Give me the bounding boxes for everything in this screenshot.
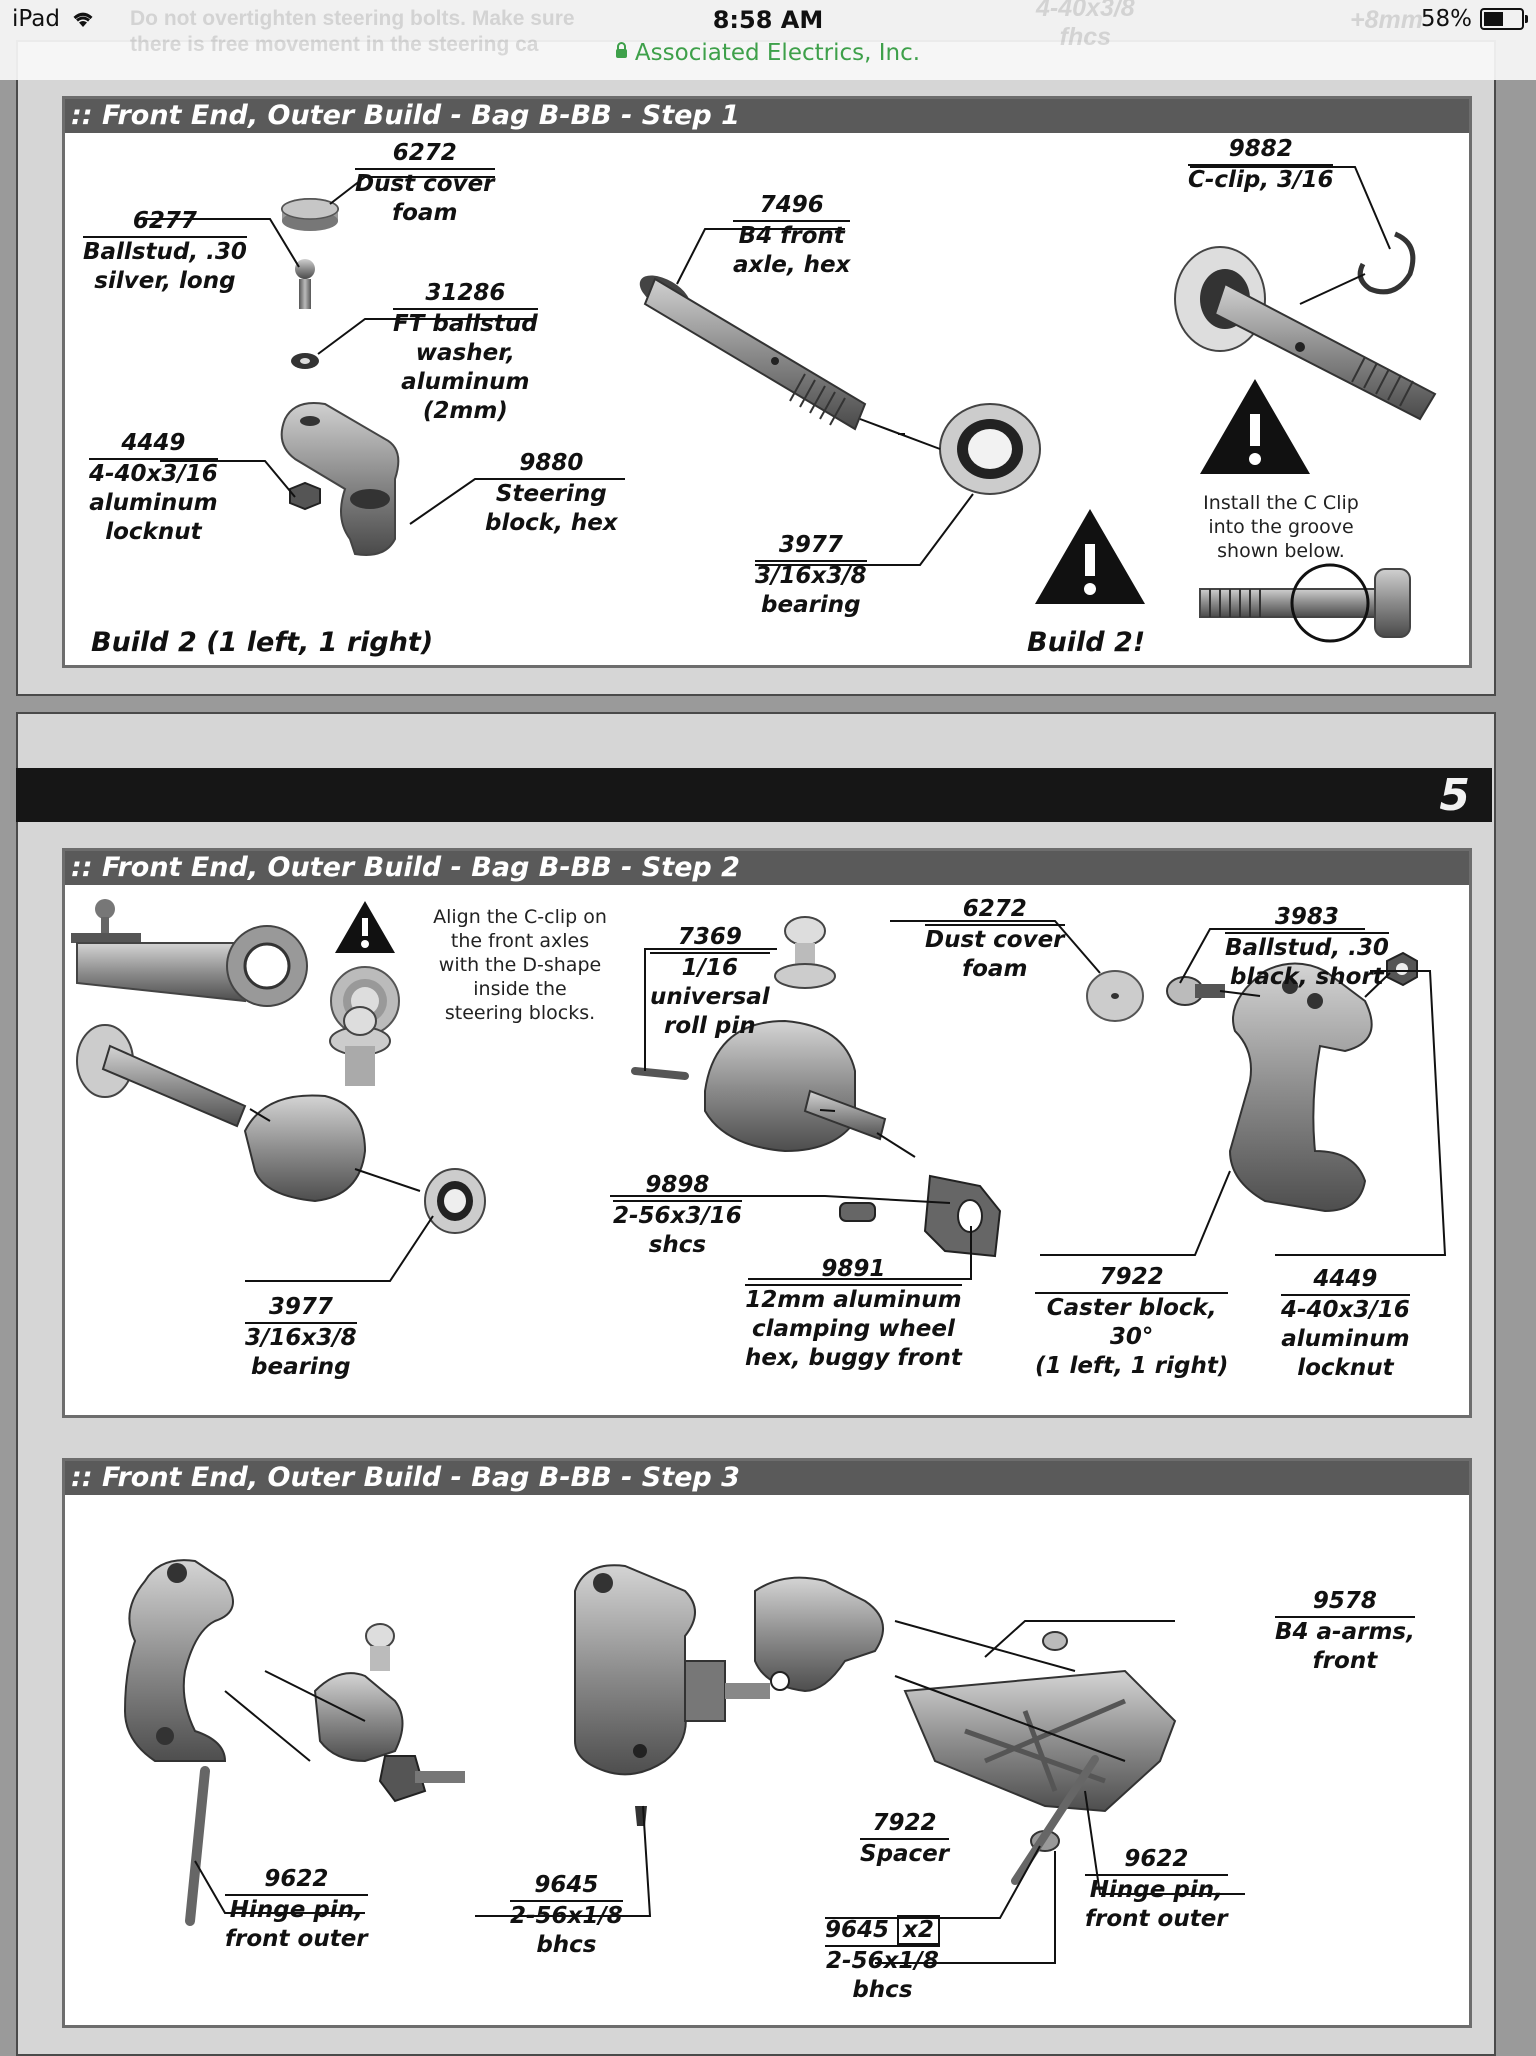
- ballstud: [295, 259, 315, 279]
- battery-icon: [1480, 8, 1528, 30]
- build-label: Build 2 (1 left, 1 right): [91, 627, 434, 658]
- step3-panel: :: Front End, Outer Build - Bag B-BB - S…: [62, 1458, 1472, 2028]
- steering-block-left: [313, 1623, 465, 1803]
- device-label: iPad: [12, 6, 60, 32]
- warning-triangle-icon-3: [335, 901, 395, 953]
- axle-with-bearing: [1174, 246, 1437, 421]
- steering-block: [280, 402, 400, 556]
- step2-panel: :: Front End, Outer Build - Bag B-BB - S…: [62, 848, 1472, 1418]
- wifi-icon: [73, 12, 93, 27]
- step1-illustration: [135, 166, 1437, 643]
- axle-assembly-left: [76, 1006, 486, 1234]
- page-number-band: 5: [16, 768, 1492, 822]
- behind-bar-far-right: +8mm: [1350, 6, 1423, 34]
- build-warning: Build 2!: [1027, 627, 1146, 658]
- c-clip: [1357, 231, 1416, 295]
- front-axle: [639, 275, 867, 431]
- status-time: 8:58 AM: [712, 6, 824, 34]
- battery-fill: [1484, 12, 1503, 26]
- warning-triangle-icon-1: [1200, 379, 1310, 474]
- caster-block-left: [123, 1559, 234, 1762]
- steering-caster-assembly-center: [574, 1564, 770, 1826]
- url-text: Associated Electrics, Inc.: [634, 40, 921, 66]
- step3-illustration: [123, 1559, 1245, 1964]
- caster-block-right: [1086, 951, 1418, 1213]
- locknut: [289, 481, 321, 511]
- hinge-pin-left: [185, 1766, 210, 1926]
- status-left: iPad: [12, 6, 96, 32]
- behind-bar-warning: Do not overtighten steering bolts. Make …: [130, 7, 575, 56]
- groove-detail: [1199, 563, 1411, 643]
- warning-triangle-icon-2: [1035, 509, 1145, 604]
- a-arm-assembly: [754, 1576, 1177, 1852]
- address-bar[interactable]: Associated Electrics, Inc.: [0, 40, 1536, 66]
- steering-block-detail: [71, 899, 308, 1007]
- caster-block-assembly-center: [631, 916, 1002, 1258]
- bearing: [939, 403, 1041, 495]
- page-number: 5: [1439, 770, 1470, 821]
- step1-header: :: Front End, Outer Build - Bag B-BB - S…: [65, 99, 1469, 133]
- battery-percent: 58%: [1420, 6, 1472, 32]
- step3-header: :: Front End, Outer Build - Bag B-BB - S…: [65, 1461, 1469, 1495]
- status-bar: Do not overtighten steering bolts. Make …: [0, 0, 1536, 80]
- quantity-badge: x2: [897, 1915, 940, 1945]
- step1-panel: :: Front End, Outer Build - Bag B-BB - S…: [62, 96, 1472, 668]
- lock-icon: [615, 42, 627, 58]
- step2-header: :: Front End, Outer Build - Bag B-BB - S…: [65, 851, 1469, 885]
- status-right: 58%: [1420, 6, 1528, 32]
- step2-illustration: [71, 899, 1447, 1282]
- hinge-pin-right: [1011, 1755, 1099, 1885]
